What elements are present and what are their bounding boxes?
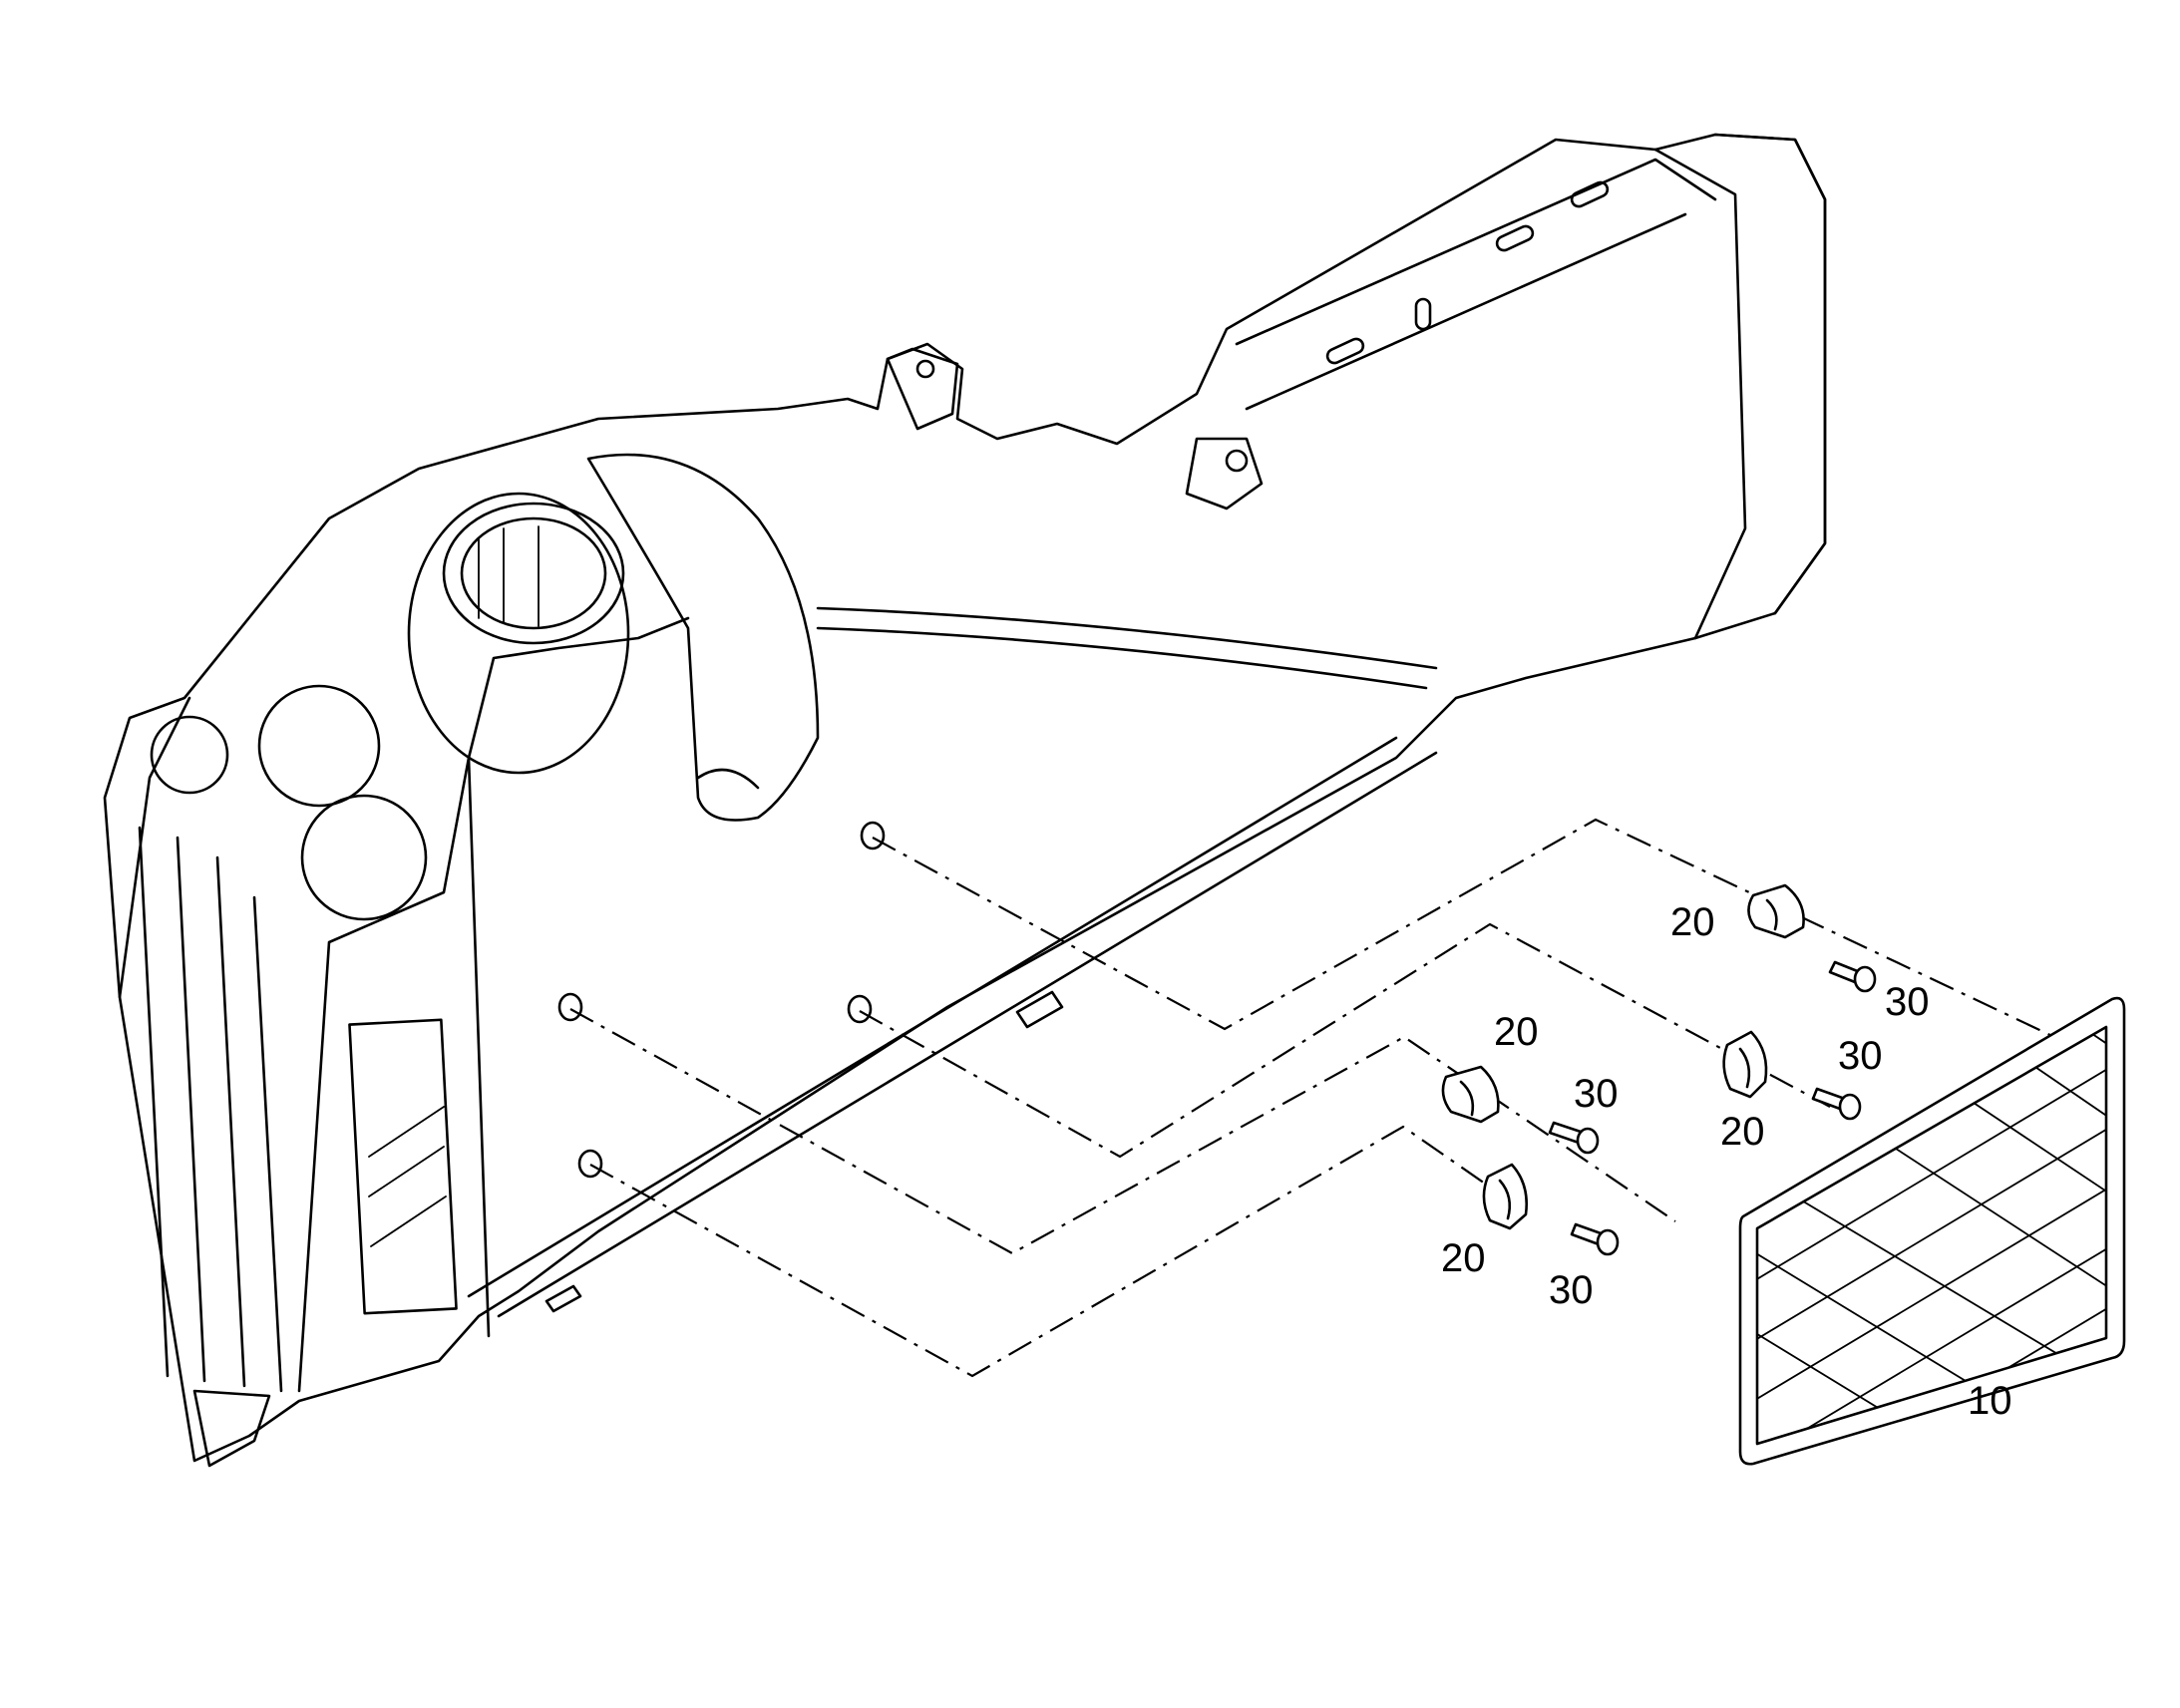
round-cutout: [150, 715, 229, 795]
screw-head: [1596, 1228, 1620, 1256]
callout-screw: 30: [1574, 1072, 1619, 1116]
clip-part-20: [1441, 883, 1805, 1230]
clip: [1722, 1030, 1768, 1099]
rail-slot: [1414, 297, 1432, 331]
rail-slot: [1325, 337, 1365, 365]
callout-clip: 20: [1670, 900, 1715, 944]
leader-lines: [569, 818, 2055, 1378]
clip-slot: [1765, 898, 1778, 931]
vent-slats: [368, 1106, 447, 1247]
trim-panel: [103, 133, 1827, 1468]
mounting-lug: [1185, 437, 1264, 511]
lug-hole: [915, 359, 935, 379]
bottom-bracket: [192, 1389, 271, 1468]
speaker-housing-outer: [407, 492, 630, 775]
clip-slot: [1459, 1080, 1475, 1117]
upper-shelf-edge: [816, 626, 1428, 690]
arch-tab: [696, 768, 760, 790]
callout-net: 10: [1968, 1379, 2012, 1423]
screw-part-30: [1548, 960, 1877, 1256]
panel-ridge: [138, 826, 170, 1378]
callout-clip: 20: [1720, 1110, 1765, 1154]
upper-rail: [1235, 158, 1717, 346]
leader-line: [872, 818, 2055, 1038]
speaker-housing-inner: [460, 516, 607, 630]
rear-box-edge: [1653, 148, 1747, 640]
panel-ridge: [215, 855, 246, 1388]
round-cutout: [300, 794, 428, 921]
panel-edge: [118, 696, 191, 999]
mounting-hole: [577, 1149, 603, 1179]
leader-line: [859, 922, 1831, 1159]
callout-clip: 20: [1441, 1236, 1486, 1280]
panel-edge: [467, 756, 491, 1338]
screw-head: [1576, 1127, 1600, 1155]
mounting-lug: [886, 347, 959, 431]
wheel-arch-cutout: [586, 453, 820, 822]
lug-hole: [1225, 449, 1249, 473]
lower-flange-edge: [497, 751, 1438, 1318]
upper-rail-lower: [1245, 212, 1687, 411]
vent-opening: [348, 1018, 458, 1315]
callout-clip: 20: [1494, 1010, 1539, 1054]
callout-screw: 30: [1549, 1268, 1594, 1312]
mounting-hole: [860, 821, 886, 851]
rail-slot: [1570, 180, 1610, 208]
mounting-hole: [847, 994, 873, 1024]
leader-line: [569, 1008, 1676, 1255]
mounting-hole: [557, 992, 583, 1022]
rail-slot: [1495, 224, 1535, 252]
panel-ridge: [252, 895, 283, 1393]
callout-screw: 30: [1885, 980, 1930, 1024]
callout-screw: 30: [1838, 1034, 1883, 1078]
panel-ridge: [176, 836, 206, 1383]
screw-head: [1853, 965, 1877, 993]
callouts: 10 20 20 20 20 30 30 30 30: [1441, 900, 2012, 1423]
leader-line: [589, 1125, 1522, 1378]
storage-net-part-10: [1738, 996, 2126, 1466]
panel-inner-edge: [297, 616, 690, 1393]
speaker-grille: [478, 525, 540, 627]
clip-slot: [1498, 1179, 1512, 1220]
net-frame-inner: [1755, 1025, 2108, 1446]
trim-panel-outline: [103, 133, 1827, 1463]
net-frame-outer: [1738, 996, 2126, 1466]
flange-slot: [545, 1284, 582, 1313]
flange-slot: [1015, 990, 1064, 1029]
lower-flange-edge: [467, 736, 1398, 1298]
clip: [1482, 1163, 1528, 1230]
speaker-housing-rim: [442, 502, 625, 645]
upper-shelf-edge: [816, 606, 1438, 670]
rear-box-face: [1713, 133, 1827, 615]
clip-slot: [1738, 1047, 1751, 1089]
round-cutout: [257, 684, 381, 808]
screw-head: [1838, 1093, 1862, 1121]
